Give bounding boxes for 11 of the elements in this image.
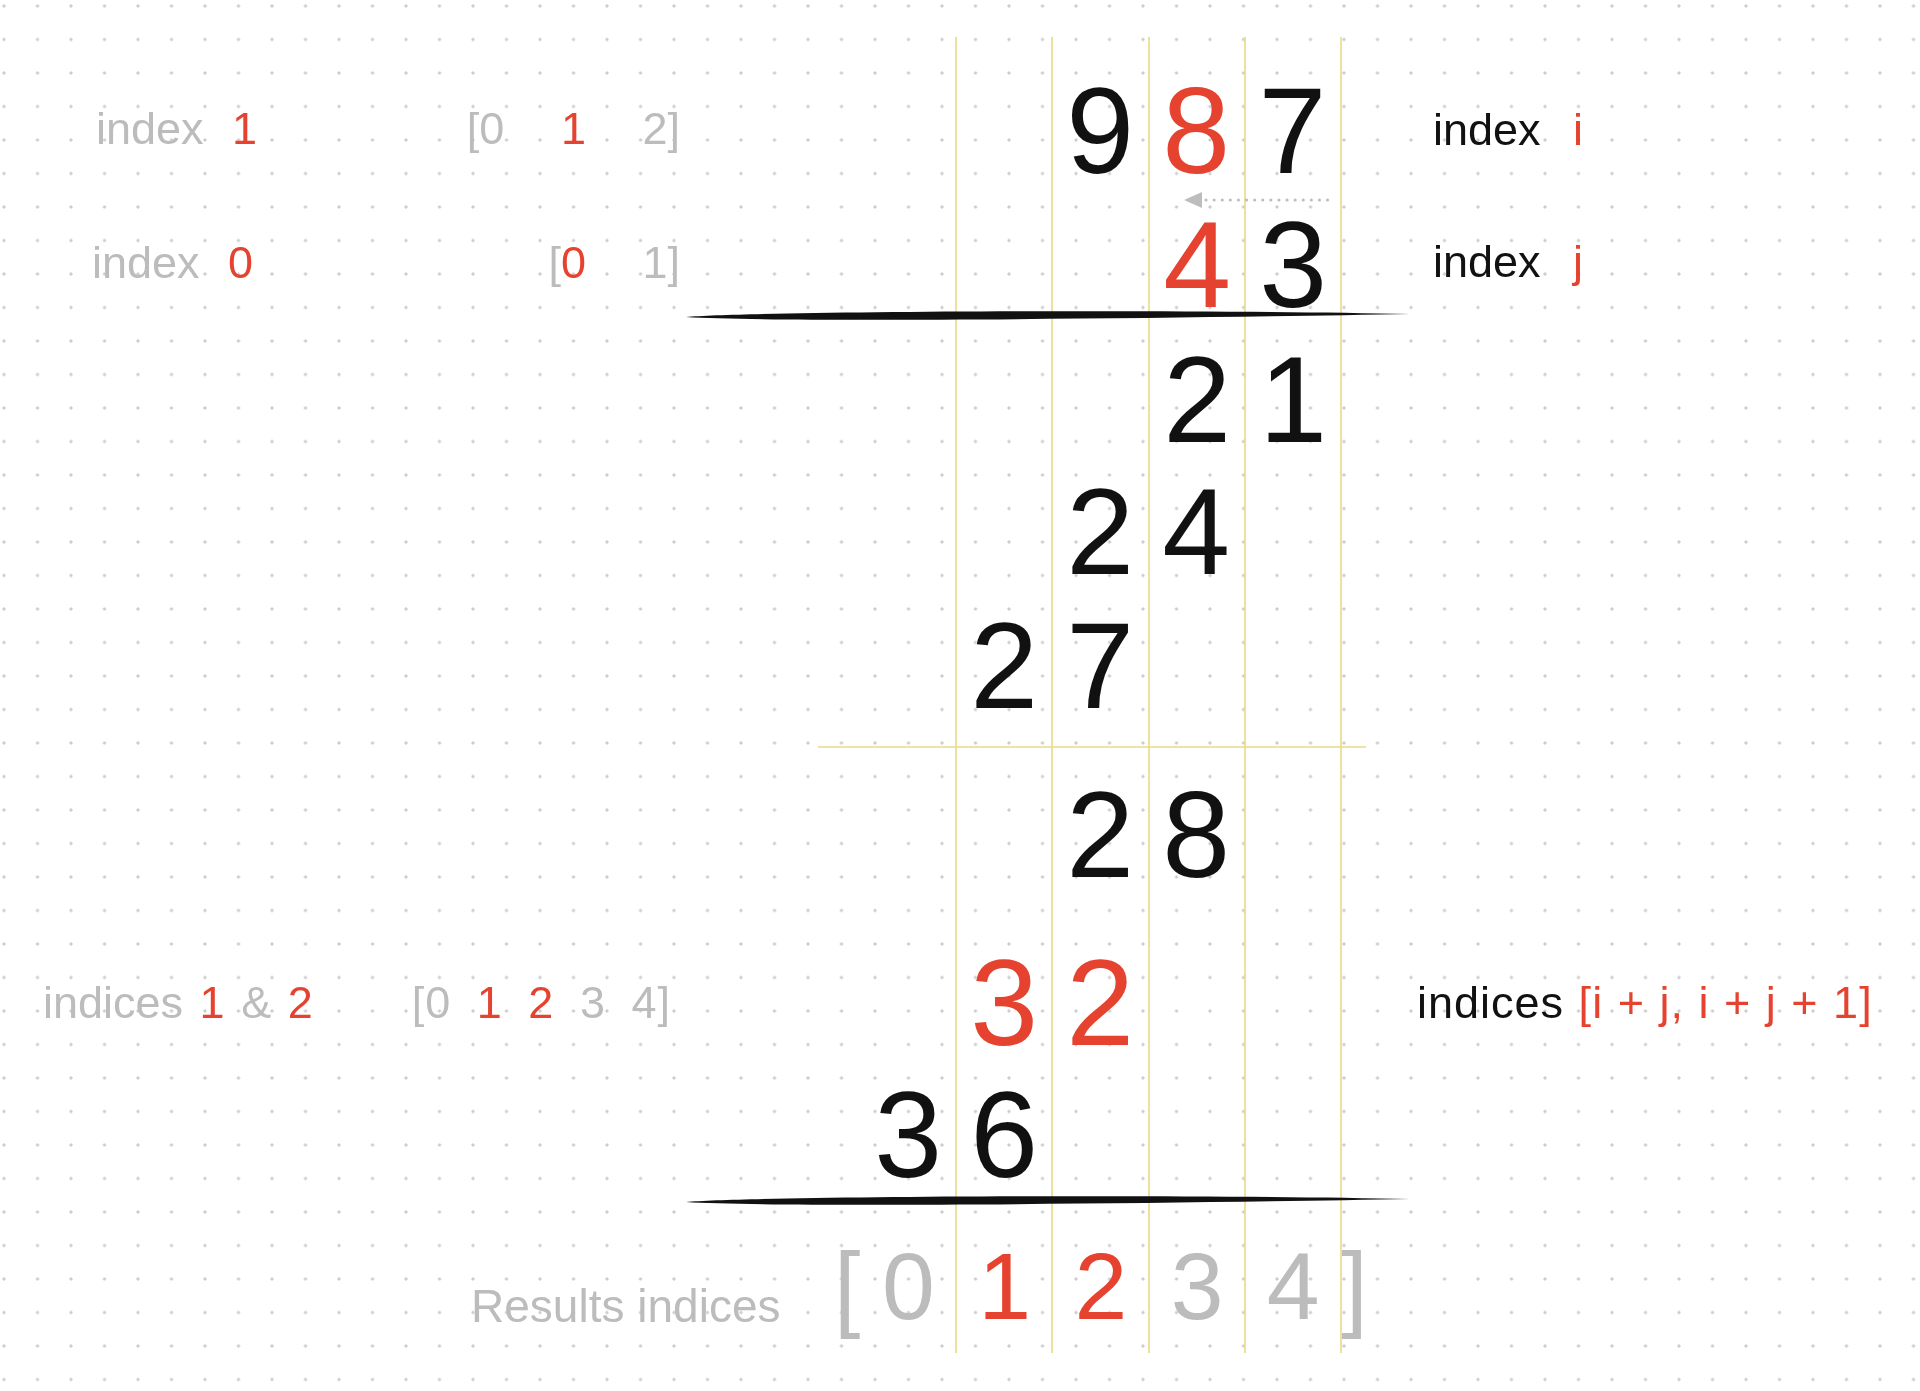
index-array: [0 1] bbox=[548, 240, 680, 285]
index-note: index 1 bbox=[96, 106, 258, 151]
results-indices-label: Results indices bbox=[471, 1283, 781, 1329]
index-array: [0 1 2 3 4] bbox=[411, 980, 671, 1025]
indices-note: indices 1 & 2 bbox=[43, 980, 313, 1025]
result-index-array: [0 1 2 3 4] bbox=[834, 1232, 1368, 1341]
index-array: [0 1 2] bbox=[466, 106, 680, 151]
index-variable-label: index j bbox=[1433, 239, 1584, 284]
index-variable-label: index i bbox=[1433, 107, 1584, 152]
indices-formula: indices [i + j, i + j + 1] bbox=[1417, 980, 1873, 1025]
index-note: index 0 bbox=[92, 240, 254, 285]
